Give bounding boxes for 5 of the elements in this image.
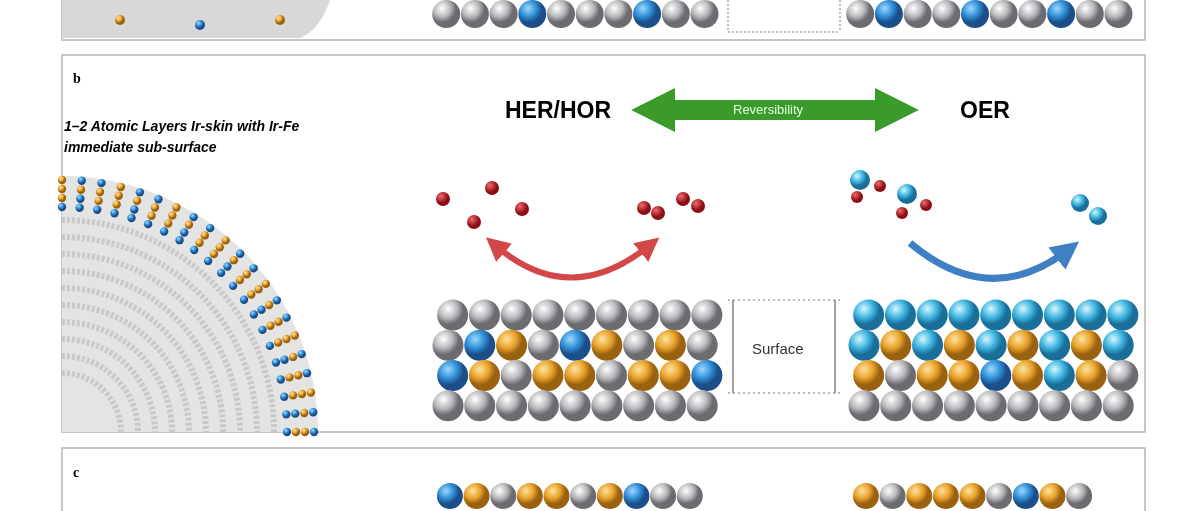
reaction-heading: OER (930, 92, 1040, 128)
panel-letter: c (73, 464, 80, 482)
reaction-heading: HER/HOR (478, 92, 638, 128)
panel-description: 1–2 Atomic Layers Ir-skin with Ir-Fe immediate sub-surface (64, 117, 301, 157)
panel-letter: b (73, 70, 81, 88)
